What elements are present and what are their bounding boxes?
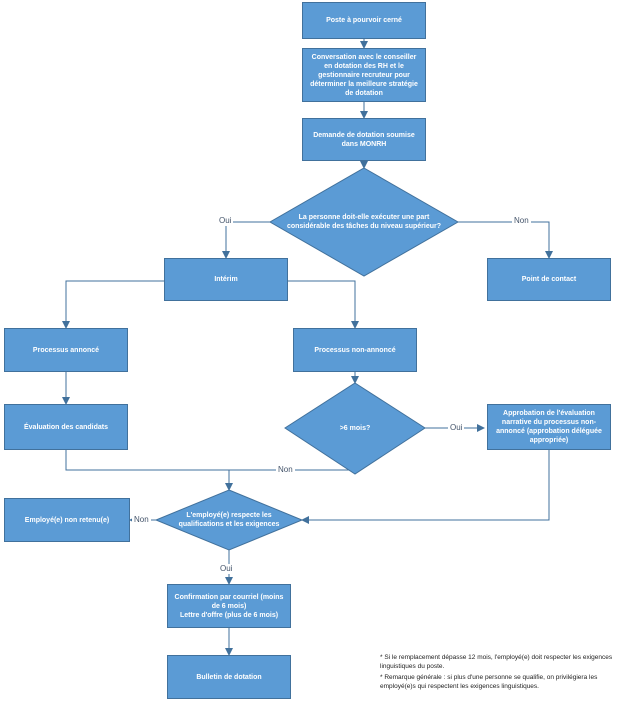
node-processus-non-annonce: Processus non-annoncé [293, 328, 417, 372]
node-interim: Intérim [164, 258, 288, 301]
edge-evaluation-merge [65, 450, 229, 471]
label-non-6mois: Non [276, 465, 295, 475]
node-evaluation-candidats: Évaluation des candidats [4, 404, 128, 450]
edge-decision-interim [222, 221, 270, 259]
node-poste: Poste à pourvoir cerné [302, 2, 426, 39]
note-remplacement: * Si le remplacement dépasse 12 mois, l'… [380, 654, 613, 670]
node-approbation: Approbation de l'évaluation narrative du… [487, 404, 611, 450]
label-oui-6mois: Oui [448, 423, 465, 433]
decision-taches-text: La personne doit-elle exécuter une part … [286, 214, 442, 230]
node-conversation: Conversation avec le conseiller en dotat… [302, 48, 426, 102]
node-processus-annonce: Processus annoncé [4, 328, 128, 372]
edge-interim-annonce [62, 280, 164, 329]
diamond-decision-taches [268, 167, 460, 277]
confirmation-line-courriel: Confirmation par courriel (moins de 6 mo… [174, 593, 284, 610]
node-employe-non-retenu: Employé(e) non retenu(e) [4, 498, 130, 542]
edge-interim-non-annonce [288, 280, 359, 329]
note-remarque-generale: * Remarque générale : si plus d'une pers… [380, 674, 598, 690]
edge-approbation-qualif [301, 450, 550, 524]
edge-decision-point-contact [458, 221, 553, 259]
node-bulletin: Bulletin de dotation [167, 655, 291, 699]
confirmation-line-lettre: Lettre d'offre (plus de 6 mois) [179, 611, 279, 619]
label-oui-qualif: Oui [218, 564, 235, 574]
node-point-contact: Point de contact [487, 258, 611, 301]
diamond-qualifications [154, 489, 304, 551]
label-oui-taches: Oui [217, 216, 234, 226]
decision-6mois-text: >6 mois? [339, 424, 371, 432]
node-demande: Demande de dotation soumise dans MONRH [302, 118, 426, 161]
node-confirmation: Confirmation par courriel (moins de 6 mo… [167, 584, 291, 628]
label-non-taches: Non [512, 216, 531, 226]
diamond-6mois [284, 382, 426, 475]
label-non-qualif: Non [132, 515, 151, 525]
decision-qualifications-text: L'employé(e) respecte les qualifications… [178, 512, 280, 528]
